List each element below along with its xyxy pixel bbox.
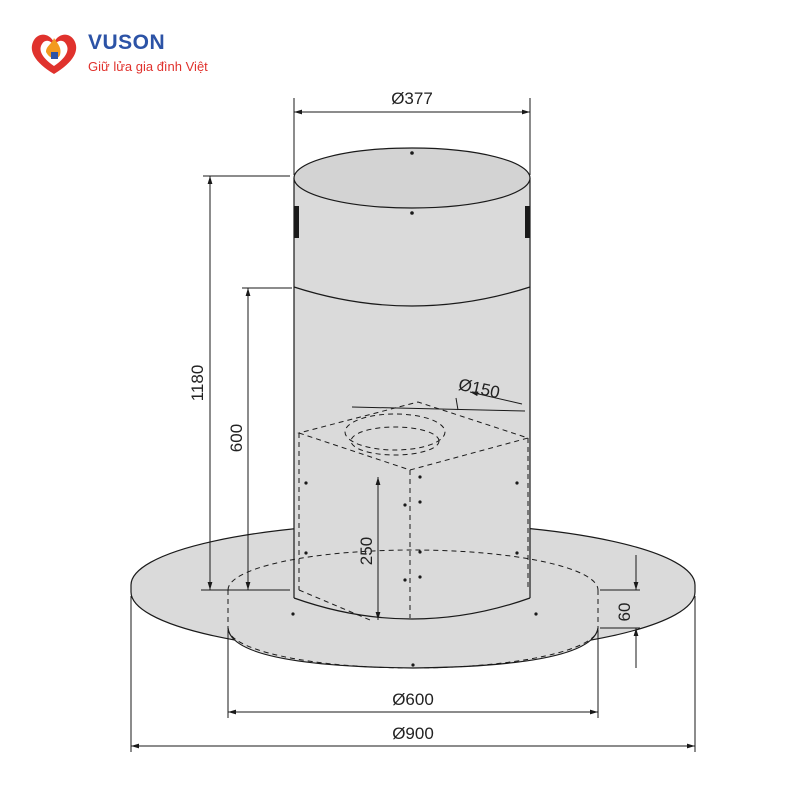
label-hood-thickness: 60	[615, 603, 634, 622]
label-chimney-height: 600	[227, 424, 246, 452]
brand-name: VUSON	[88, 31, 166, 54]
base-ring	[227, 627, 599, 669]
dimension-lines	[130, 98, 696, 752]
motor-box	[297, 401, 530, 621]
chimney-top	[293, 147, 531, 209]
box-dots	[291, 475, 538, 667]
label-box-height: 250	[357, 537, 376, 565]
brand-slogan: Giữ lửa gia đình Việt	[88, 59, 208, 74]
label-total-height: 1180	[188, 365, 207, 402]
label-outer-diameter: Ø900	[392, 724, 434, 743]
flame-heart-logo-icon	[31, 34, 77, 74]
hood-body	[130, 147, 696, 669]
label-chimney-diameter: Ø377	[391, 89, 433, 108]
label-inner-diameter: Ø600	[392, 690, 434, 709]
brand-logo: VUSON Giữ lửa gia đình Việt	[24, 22, 244, 82]
chimney-column	[294, 178, 530, 598]
